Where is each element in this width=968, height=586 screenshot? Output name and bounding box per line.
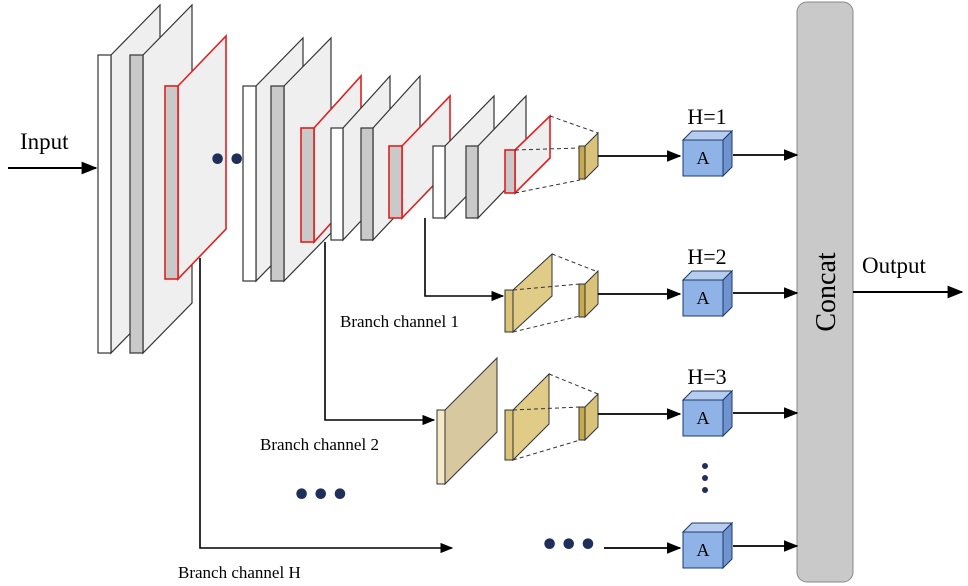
attention-cube-label: A xyxy=(697,408,710,428)
backbone-layer-9-highlight xyxy=(388,94,451,220)
branch-H-connector xyxy=(199,258,454,554)
branch-2-label: Branch channel 2 xyxy=(260,435,379,454)
branch-1-connector xyxy=(424,218,505,302)
attention-cube-1: A H=1 xyxy=(681,104,734,178)
branch-1-label: Branch channel 1 xyxy=(340,312,459,331)
pool-lines-3 xyxy=(512,373,599,461)
branch-1-feature-large xyxy=(504,252,553,334)
head-1-feature xyxy=(578,131,599,181)
branch-H-ellipsis: ••• xyxy=(540,528,598,563)
concat-label: Concat xyxy=(811,252,842,332)
attention-cube-label: A xyxy=(697,288,710,308)
branch-ellipsis: ••• xyxy=(292,478,350,513)
backbone-layer-12-highlight xyxy=(504,114,551,195)
branch-2-feature-large xyxy=(436,356,498,486)
branch-H-label: Branch channel H xyxy=(178,563,301,582)
attention-cube-label: A xyxy=(697,148,710,168)
branch-2-feature-mid xyxy=(504,372,550,462)
input-label: Input xyxy=(20,129,69,154)
output-label: Output xyxy=(862,253,927,278)
vertical-ellipsis xyxy=(702,463,708,493)
head-3-feature xyxy=(578,392,599,442)
attention-cube-4: A xyxy=(681,521,734,570)
head-label-3: H=3 xyxy=(687,364,726,389)
pool-lines-2 xyxy=(512,253,599,333)
head-label-2: H=2 xyxy=(687,244,726,269)
head-2-feature xyxy=(578,269,599,319)
branch-2-connector xyxy=(324,242,436,426)
backbone-layer-3-highlight xyxy=(164,34,227,281)
pool-lines-1 xyxy=(514,115,599,194)
attention-cube-3: A H=3 xyxy=(681,364,734,438)
attention-cube-label: A xyxy=(697,540,710,560)
head-label-1: H=1 xyxy=(687,104,726,129)
attention-cube-2: A H=2 xyxy=(681,244,734,318)
